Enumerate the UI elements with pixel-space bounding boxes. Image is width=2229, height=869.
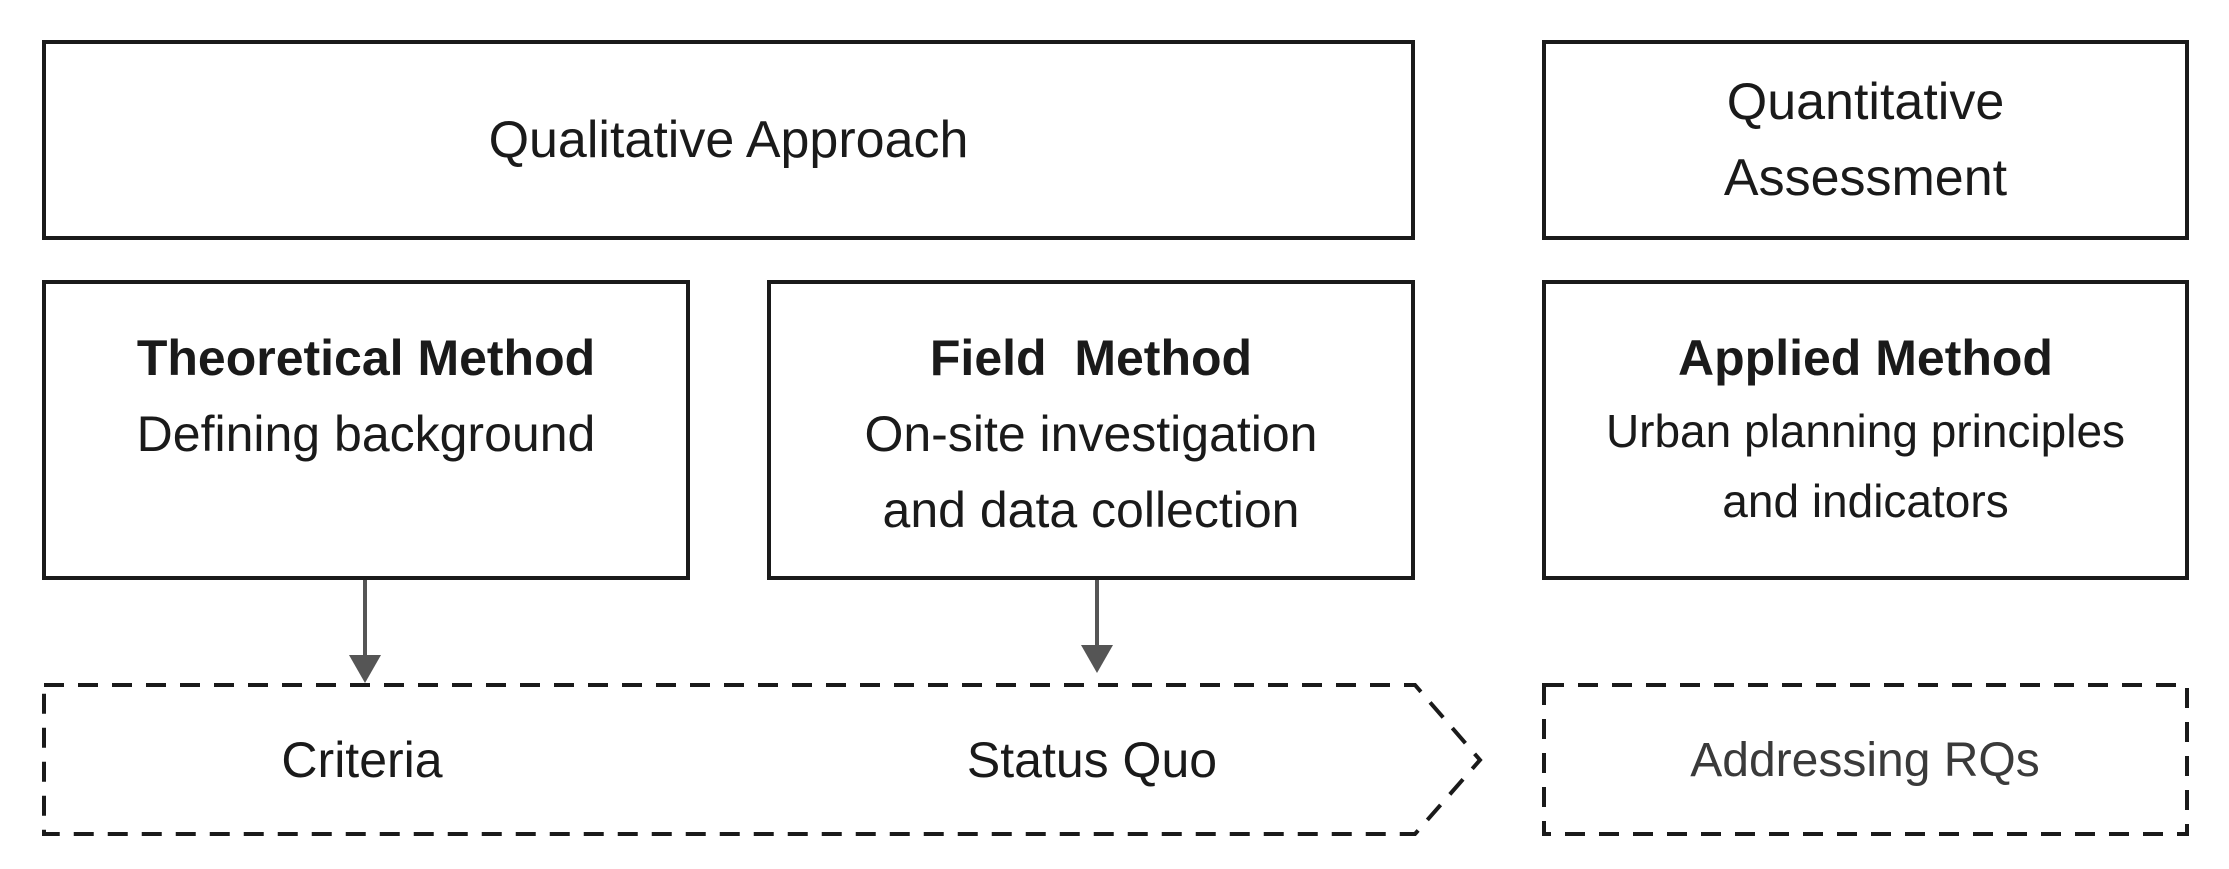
- qualitative-approach-box: Qualitative Approach: [42, 40, 1415, 240]
- qualitative-output-dashed-arrow: [42, 683, 1483, 836]
- arrow-theoretical-to-criteria: [349, 580, 381, 683]
- theoretical-method-box: Theoretical Method Defining background: [42, 280, 690, 580]
- arrow-field-to-status-quo: [1081, 580, 1113, 673]
- applied-method-desc-line2: and indicators: [1722, 475, 2009, 527]
- quantitative-label-line1: Quantitative: [1726, 73, 2005, 131]
- criteria-label: Criteria: [281, 732, 443, 788]
- status-quo-label: Status Quo: [966, 732, 1218, 788]
- applied-method-box: Applied Method Urban planning principles…: [1542, 280, 2189, 580]
- quantitative-label-line2: Assessment: [1723, 149, 2008, 207]
- addressing-rqs-label: Addressing RQs: [1690, 734, 2040, 787]
- theoretical-method-desc: Defining background: [136, 406, 596, 462]
- field-method-desc-line1: On-site investigation: [864, 406, 1318, 462]
- qualitative-approach-label: Qualitative Approach: [488, 111, 969, 169]
- field-method-desc-line2: and data collection: [882, 482, 1300, 538]
- addressing-rqs-dashed-box: [1542, 683, 2189, 836]
- field-method-title: Field Method: [929, 330, 1253, 386]
- applied-method-title: Applied Method: [1678, 330, 2053, 386]
- theoretical-method-title: Theoretical Method: [136, 330, 596, 386]
- applied-method-desc-line1: Urban planning principles: [1605, 405, 2126, 457]
- quantitative-assessment-box: Quantitative Assessment: [1542, 40, 2189, 240]
- field-method-box: Field Method On-site investigation and d…: [767, 280, 1415, 580]
